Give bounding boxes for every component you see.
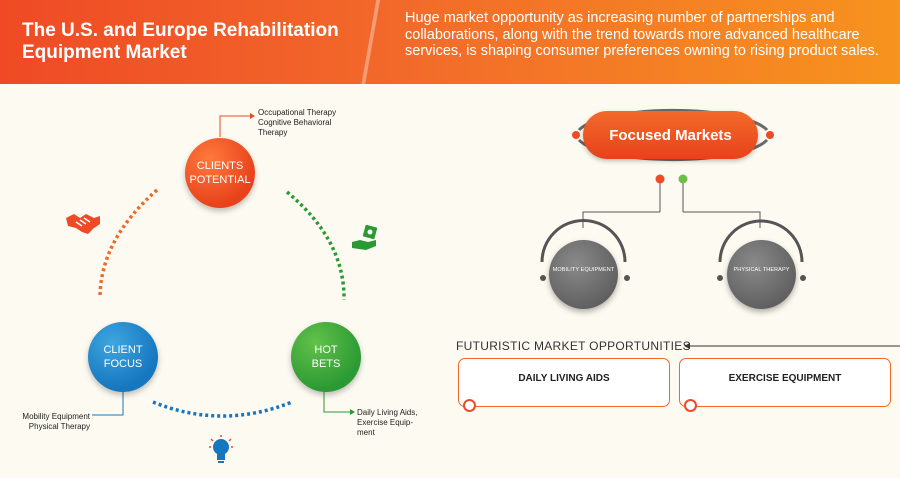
hot-bets-note3: ment [357, 428, 375, 437]
hot-bets-note: Daily Living Aids, Exercise Equip- ment [357, 408, 417, 438]
arc-orange [98, 188, 159, 299]
focused-markets-label: Focused Markets [609, 126, 732, 144]
lightbulb-icon [209, 435, 233, 463]
mobility-equipment-label: MOBILITY EQUIPMENT [552, 267, 615, 273]
header-banner: The U.S. and Europe Rehabilitation Equip… [0, 0, 900, 84]
opportunity-ring [684, 399, 697, 412]
clients-potential-note3: Therapy [258, 128, 288, 137]
pointer-clients [219, 115, 250, 137]
header-divider [340, 0, 400, 84]
mobility-equipment-circle [549, 240, 618, 309]
opportunity-box-exercise: EXERCISE EQUIPMENT [679, 358, 891, 412]
opportunity-box-daily-living: DAILY LIVING AIDS [458, 358, 670, 412]
hot-bets-line1: HOT [314, 344, 338, 356]
money-hand-icon [352, 224, 378, 250]
arc-green [285, 190, 346, 301]
physical-therapy-circle [727, 240, 796, 309]
pointer-hotbets [323, 389, 350, 413]
futuristic-title: FUTURISTIC MARKET OPPORTUNITIES [456, 339, 691, 353]
hot-bets-circle: HOT BETS [291, 322, 361, 392]
clients-potential-note: Occupational Therapy Cognitive Behaviora… [258, 108, 336, 138]
opportunity-ring [463, 399, 476, 412]
clients-potential-line2: POTENTIAL [189, 174, 251, 186]
client-focus-note: Mobility Equipment Physical Therapy [18, 412, 90, 432]
arc-blue [152, 400, 293, 418]
hot-bets-note2: Exercise Equip- [357, 418, 414, 427]
opportunity-label: EXERCISE EQUIPMENT [728, 373, 842, 384]
hot-bets-line2: BETS [311, 358, 341, 370]
client-focus-line2: FOCUS [103, 358, 143, 370]
clients-potential-line1: CLIENTS [196, 160, 244, 172]
handshake-icon [66, 214, 100, 234]
client-focus-circle: CLIENT FOCUS [88, 322, 158, 392]
physical-therapy-label: PHYSICAL THERAPY [733, 267, 790, 273]
hot-bets-note1: Daily Living Aids, [357, 408, 418, 417]
clients-potential-circle: CLIENTS POTENTIAL [185, 138, 255, 208]
page-title: The U.S. and Europe Rehabilitation Equip… [22, 20, 339, 63]
clients-potential-note2: Cognitive Behavioral [258, 118, 332, 127]
clients-potential-note1: Occupational Therapy [258, 108, 337, 117]
client-focus-note1: Mobility Equipment [22, 412, 90, 421]
header-description: Huge market opportunity as increasing nu… [405, 10, 879, 59]
opportunity-label: DAILY LIVING AIDS [518, 373, 610, 384]
client-focus-line1: CLIENT [103, 344, 143, 356]
focused-markets-pill: Focused Markets [583, 111, 758, 159]
client-focus-note2: Physical Therapy [28, 422, 90, 431]
pointer-focus [92, 385, 124, 416]
